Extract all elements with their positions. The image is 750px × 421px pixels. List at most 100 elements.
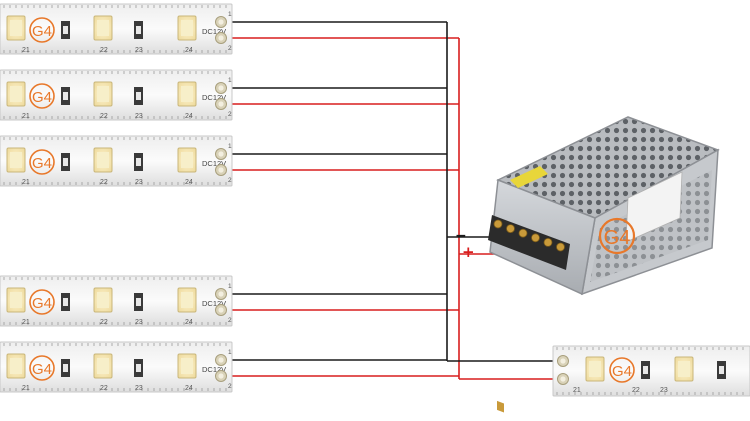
solder-pad-center <box>218 85 224 91</box>
led-chip-face <box>678 361 690 377</box>
strip-logo: G4 <box>32 89 52 106</box>
led-chip-face <box>10 292 22 308</box>
resistor-face <box>136 364 141 372</box>
strip-tick-number: 24 <box>185 385 193 392</box>
strip-tick-number: 24 <box>185 319 193 326</box>
power-supply: G4 <box>488 116 720 413</box>
strip-logo: G4 <box>32 295 52 312</box>
led-chip-face <box>97 152 109 168</box>
led-chip-face <box>181 86 193 102</box>
solder-pad-center <box>218 291 224 297</box>
solder-pad-center <box>218 167 224 173</box>
voltage-label: DC12V <box>202 93 226 102</box>
led-chip-face <box>10 358 22 374</box>
voltage-label: DC12V <box>202 159 226 168</box>
strip-end-mark: 1 <box>228 349 232 356</box>
power-supply-logo-circle <box>598 217 636 255</box>
strip-logo: G4 <box>32 361 52 378</box>
led-chip-face <box>97 292 109 308</box>
strip-logo-circle <box>29 289 55 315</box>
strip-tick-number: 23 <box>135 47 143 54</box>
strip-tick-number: 22 <box>100 179 108 186</box>
resistor-face <box>136 26 141 34</box>
strip-end-mark: 2 <box>228 317 232 324</box>
led-chip-face <box>10 86 22 102</box>
strip-tick-number: 24 <box>185 113 193 120</box>
solder-pad-center <box>218 151 224 157</box>
resistor-face <box>63 92 68 100</box>
strip-end-mark: 2 <box>228 111 232 118</box>
power-supply-label <box>625 171 683 243</box>
solder-pad-center <box>218 19 224 25</box>
resistor-face <box>719 366 724 374</box>
terminal-screw <box>556 242 565 252</box>
voltage-label: DC12V <box>202 27 226 36</box>
strip-tick-number: 21 <box>22 113 30 120</box>
strip-end-mark: 1 <box>228 283 232 290</box>
resistor-face <box>63 26 68 34</box>
terminal-screw <box>493 219 503 229</box>
terminal-screw <box>518 228 528 238</box>
strip-tick-number: 23 <box>660 387 668 394</box>
led-strip: G4 DC12V 21 22 23 24 1 2 <box>0 275 233 327</box>
strip-tick-number: 23 <box>135 319 143 326</box>
power-supply-logo: G4 <box>604 227 631 249</box>
strip-end-mark: 1 <box>228 143 232 150</box>
strip-end-mark: 2 <box>228 45 232 52</box>
solder-pad-center <box>560 358 566 364</box>
solder-pad-center <box>218 357 224 363</box>
resistor-face <box>63 158 68 166</box>
solder-pad-center <box>218 373 224 379</box>
led-chip-face <box>181 292 193 308</box>
solder-pad-center <box>218 101 224 107</box>
strip-logo-circle <box>609 357 635 383</box>
led-chip-face <box>589 361 601 377</box>
strip-tick-number: 22 <box>100 385 108 392</box>
strip-tick-number: 23 <box>135 385 143 392</box>
led-chip-face <box>97 358 109 374</box>
strip-logo-circle <box>29 17 55 43</box>
strip-tick-number: 22 <box>100 113 108 120</box>
strip-logo-circle <box>29 355 55 381</box>
strip-tick-number: 21 <box>22 319 30 326</box>
strip-tick-number: 21 <box>22 47 30 54</box>
strip-logo: G4 <box>32 23 52 40</box>
strip-logo-circle <box>29 83 55 109</box>
strip-body <box>0 69 233 121</box>
strip-end-mark: 2 <box>228 383 232 390</box>
led-chip-face <box>181 152 193 168</box>
solder-pad-center <box>218 35 224 41</box>
led-chip-face <box>97 20 109 36</box>
strip-tick-number: 24 <box>185 47 193 54</box>
strip-body <box>0 135 233 187</box>
voltage-label: DC12V <box>202 299 226 308</box>
strip-tick-number: 21 <box>22 179 30 186</box>
strip-tick-number: 21 <box>22 385 30 392</box>
led-chip-face <box>181 358 193 374</box>
resistor-face <box>643 366 648 374</box>
strip-logo: G4 <box>32 155 52 172</box>
strip-tick-number: 21 <box>573 387 581 394</box>
led-chip-face <box>10 20 22 36</box>
plus-label: + <box>462 243 475 261</box>
strip-end-mark: 1 <box>228 77 232 84</box>
strip-logo-circle <box>29 149 55 175</box>
strip-tick-number: 22 <box>100 319 108 326</box>
led-strip: G4 DC12V 21 22 23 24 1 2 <box>0 341 233 393</box>
strip-end-mark: 1 <box>228 11 232 18</box>
voltage-label: DC12V <box>202 365 226 374</box>
minus-label: − <box>455 228 467 244</box>
terminal-screw <box>531 233 540 243</box>
solder-pad-center <box>218 307 224 313</box>
strip-body <box>0 3 233 55</box>
resistor-face <box>136 158 141 166</box>
led-chip-face <box>97 86 109 102</box>
strip-tick-number: 23 <box>135 179 143 186</box>
terminal-screws <box>493 219 565 252</box>
